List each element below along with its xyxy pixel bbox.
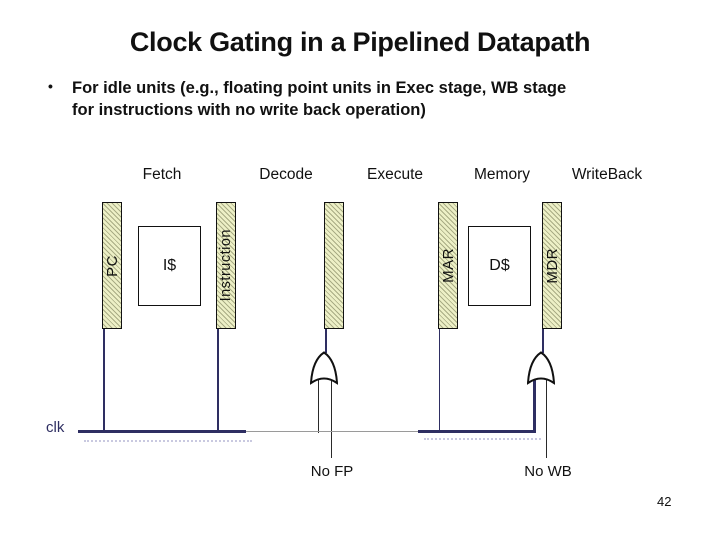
stage-label-execute: Execute [366, 166, 424, 183]
clk-wire-shadow-2 [424, 438, 541, 440]
data-cache-label: D$ [489, 257, 510, 274]
pipeline-register-instruction: Instruction [216, 202, 236, 329]
wire-gate2-output [542, 329, 544, 353]
slide-title: Clock Gating in a Pipelined Datapath [129, 27, 591, 57]
wire-gate2-clk-input [533, 378, 536, 433]
no-fp-label: No FP [310, 463, 354, 480]
pipeline-register-instruction-label: Instruction [218, 229, 234, 302]
pipeline-register-pc: PC [102, 202, 122, 329]
wire-gate1-clk-input [318, 378, 320, 433]
wire-instruction-clock [217, 329, 219, 432]
pipeline-register-mdr: MDR [542, 202, 562, 329]
bullet-text-line-1: For idle units (e.g., floating point uni… [72, 79, 567, 97]
clk-signal-label: clk [46, 419, 65, 436]
clk-wire-shadow-1 [84, 440, 252, 442]
pipeline-register-pc-label: PC [103, 254, 121, 277]
no-wb-label: No WB [524, 463, 572, 480]
page-number: 42 [657, 494, 672, 509]
instruction-cache-box: I$ [138, 226, 201, 306]
bullet-marker: • [48, 78, 53, 94]
instruction-cache-label: I$ [162, 257, 177, 274]
or-gate-icon [527, 351, 555, 385]
bullet-text-line-2: for instructions with no write back oper… [72, 101, 426, 119]
data-cache-box: D$ [468, 226, 531, 306]
pipeline-register-execute [324, 202, 344, 329]
clk-wire-segment-thin [246, 431, 418, 433]
bullet-item: • For idle units (e.g., floating point u… [45, 77, 681, 121]
clk-wire-segment-1 [78, 430, 246, 433]
stage-label-writeback: WriteBack [571, 166, 643, 183]
bullet-text: For idle units (e.g., floating point uni… [72, 77, 681, 121]
wire-gate1-output [325, 329, 327, 353]
wire-gate1-nofp-input [331, 378, 333, 458]
or-gate-icon [310, 351, 338, 385]
wire-gate2-nowb-input [546, 378, 548, 458]
pipeline-register-mdr-label: MDR [543, 247, 561, 284]
clk-wire-segment-2 [418, 430, 535, 433]
stage-label-memory: Memory [474, 166, 530, 183]
wire-pc-clock [103, 329, 105, 432]
stage-label-decode: Decode [259, 166, 313, 183]
stage-label-fetch: Fetch [142, 166, 182, 183]
pipeline-register-mar-label: MAR [439, 248, 457, 283]
wire-mar-clock [438, 329, 440, 432]
pipeline-register-mar: MAR [438, 202, 458, 329]
